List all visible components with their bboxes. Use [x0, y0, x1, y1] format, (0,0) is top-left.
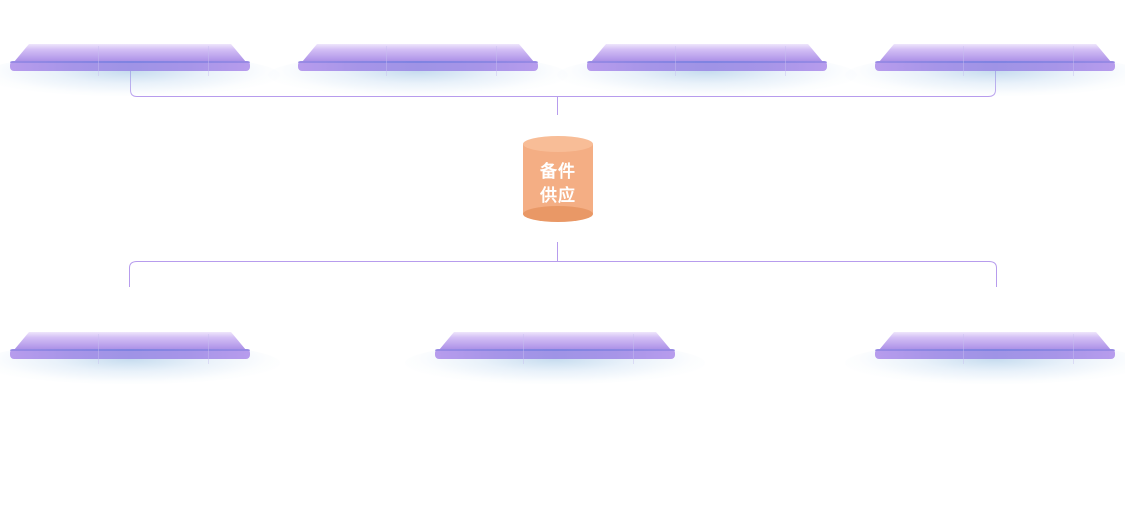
hub-label-line-2: 供应 — [540, 186, 576, 206]
platform-front-face — [298, 61, 538, 71]
platform-top-face — [879, 44, 1111, 62]
bottom-platform-1 — [0, 332, 280, 384]
platform-divider — [1073, 46, 1074, 76]
platform-top-face — [302, 44, 534, 62]
platform-divider — [496, 46, 497, 76]
platform-divider — [963, 46, 964, 76]
cylinder-top — [523, 136, 593, 152]
platform-front-face — [875, 61, 1115, 71]
platform-divider — [963, 334, 964, 364]
platform-divider — [785, 46, 786, 76]
platform-divider — [98, 334, 99, 364]
bottom-platform-2 — [405, 332, 705, 384]
platform-front-face — [10, 61, 250, 71]
platform-divider — [1073, 334, 1074, 364]
top-platform-2 — [268, 44, 568, 96]
platform-top-face — [14, 332, 246, 350]
platform-top-face — [879, 332, 1111, 350]
platform-front-face — [875, 349, 1115, 359]
top-platform-4 — [845, 44, 1125, 96]
platform-front-face — [10, 349, 250, 359]
platform-divider — [523, 334, 524, 364]
platform-divider — [633, 334, 634, 364]
cylinder-body — [523, 144, 593, 214]
hub-label: 备件 供应 — [523, 160, 593, 208]
platform-divider — [208, 46, 209, 76]
platform-front-face — [435, 349, 675, 359]
hub-label-line-1: 备件 — [540, 162, 576, 182]
cylinder-bottom — [523, 206, 593, 222]
top-platform-3 — [557, 44, 857, 96]
platform-front-face — [587, 61, 827, 71]
hub-cylinder-icon: 备件 供应 — [523, 136, 593, 222]
bottom-connector-bracket — [129, 261, 997, 287]
platform-top-face — [439, 332, 671, 350]
platform-divider — [208, 334, 209, 364]
platform-divider — [98, 46, 99, 76]
platform-top-face — [591, 44, 823, 62]
platform-top-face — [14, 44, 246, 62]
bottom-platform-3 — [845, 332, 1125, 384]
platform-divider — [675, 46, 676, 76]
platform-divider — [386, 46, 387, 76]
top-platform-1 — [0, 44, 280, 96]
